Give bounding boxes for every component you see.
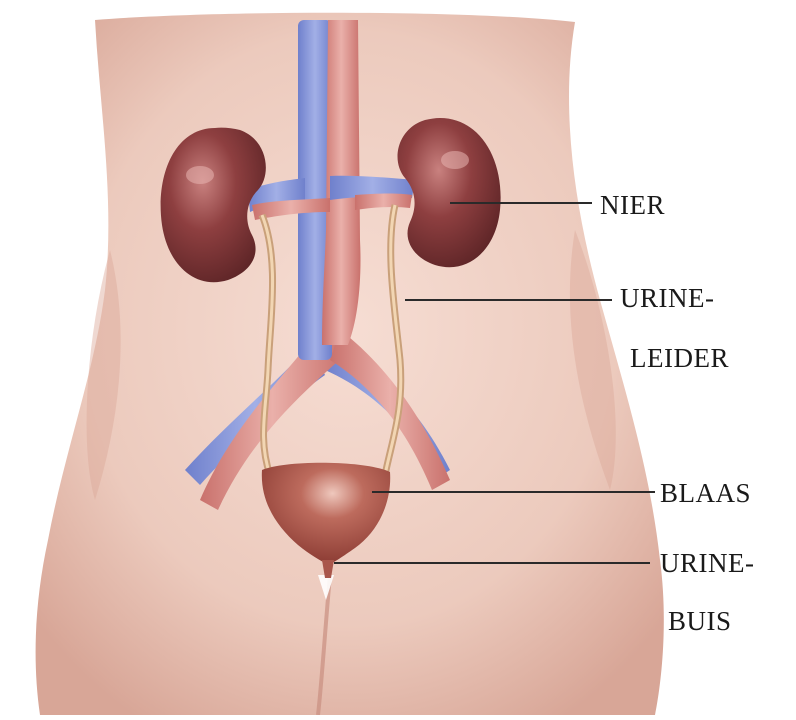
ureter-label-line2: LEIDER <box>630 345 729 372</box>
bladder-label: BLAAS <box>660 480 751 507</box>
urethra-label-line2: BUIS <box>668 608 732 635</box>
kidney-label: NIER <box>600 192 665 219</box>
ureter-label-line1: URINE- <box>620 285 714 312</box>
urethra-label-line1: URINE- <box>660 550 754 577</box>
